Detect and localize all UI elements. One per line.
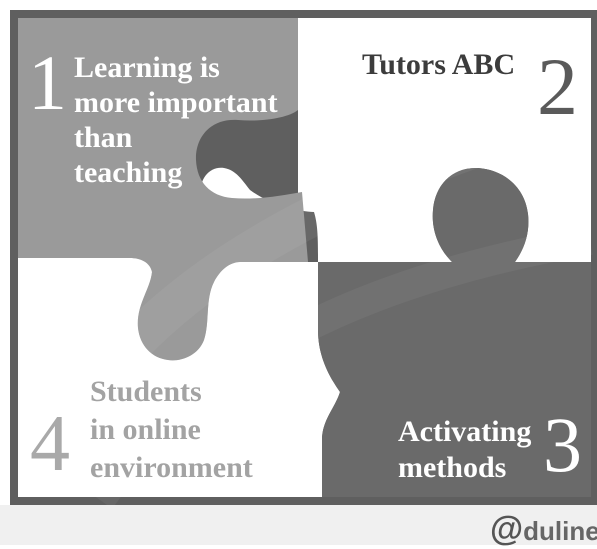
piece-2-label: Tutors ABC bbox=[362, 50, 515, 80]
footer-strip bbox=[0, 505, 597, 545]
piece-1-line: than bbox=[74, 121, 133, 154]
piece-4-line: Students bbox=[90, 375, 202, 408]
puzzle-piece-4 bbox=[18, 258, 340, 497]
piece-4-label: Students in online environment bbox=[90, 373, 253, 487]
logo-at-icon: @ bbox=[490, 510, 524, 548]
piece-3-line: Activating bbox=[398, 415, 532, 448]
piece-1-number: 1 bbox=[28, 39, 67, 126]
piece-1-line: more important bbox=[74, 86, 278, 119]
piece-3-label: Activating methods bbox=[398, 414, 531, 486]
decorative-swirl bbox=[87, 225, 593, 509]
piece-1-line: teaching bbox=[74, 156, 183, 189]
puzzle-piece-3 bbox=[318, 167, 591, 497]
piece-4-line: environment bbox=[90, 451, 253, 484]
logo-text: duline bbox=[523, 516, 597, 546]
piece-3-line: methods bbox=[398, 451, 507, 484]
piece-4-number: 4 bbox=[30, 400, 70, 488]
piece-1-line: Learning is bbox=[74, 51, 220, 84]
piece-1-label: Learning is more important than teaching bbox=[74, 50, 278, 190]
puzzle-piece-2 bbox=[200, 18, 591, 262]
piece-2-line: Tutors ABC bbox=[362, 48, 516, 81]
decorative-swirl bbox=[21, 100, 566, 489]
brand-logo: @duline bbox=[490, 510, 597, 549]
piece-4-line: in online bbox=[90, 413, 201, 446]
puzzle-piece-1 bbox=[18, 18, 308, 361]
piece-2-number: 2 bbox=[537, 41, 578, 132]
piece-3-number: 3 bbox=[543, 401, 582, 488]
